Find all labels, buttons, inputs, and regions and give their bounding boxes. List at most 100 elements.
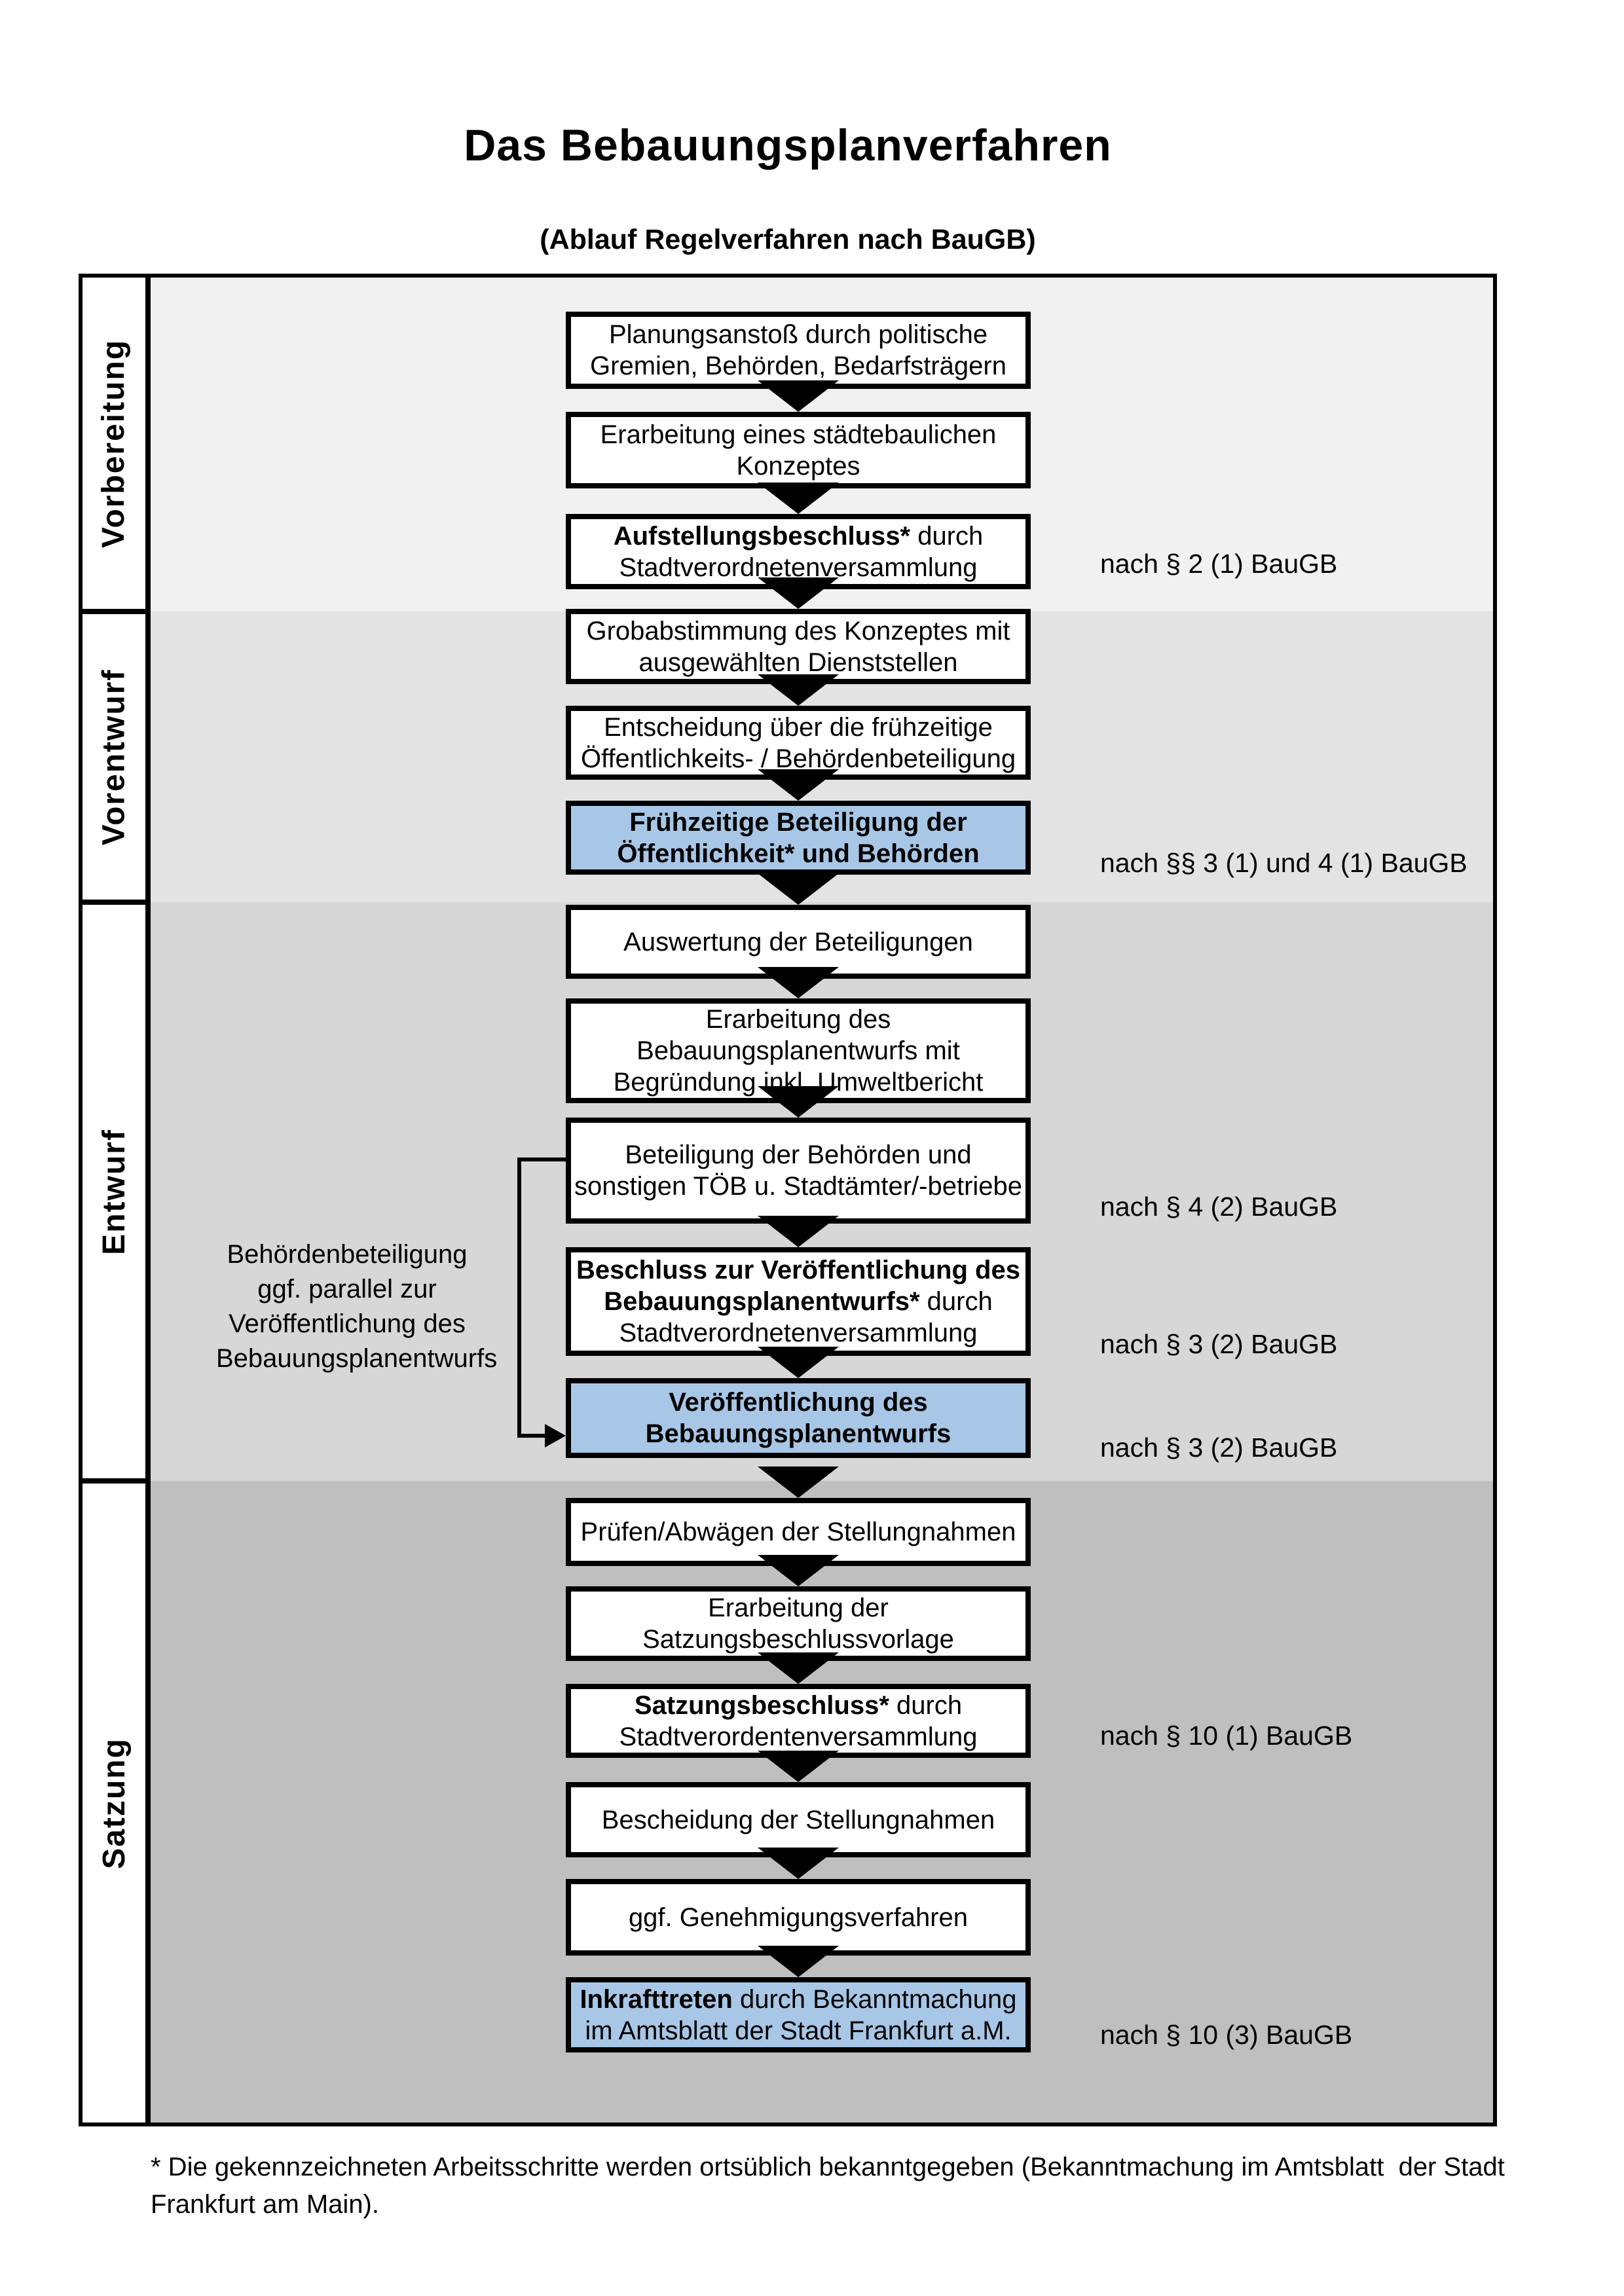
flow-box-text: durch <box>919 1287 993 1316</box>
phase-cell-vorbereitung: Vorbereitung <box>83 278 145 609</box>
flow-box-text: durch <box>910 521 984 551</box>
phase-separator-2 <box>83 900 151 905</box>
phase-label-vorentwurf: Vorentwurf <box>96 668 132 845</box>
flow-box-text: ausgewählten Dienststellen <box>638 647 958 677</box>
flow-box-text: Erarbeitung der <box>708 1594 889 1622</box>
flow-box-line: Bescheidung der Stellungnahmen <box>602 1804 995 1836</box>
down-arrow-icon <box>758 1467 839 1498</box>
page-subtitle: (Ablauf Regelverfahren nach BauGB) <box>540 224 1036 255</box>
law-reference: nach §§ 3 (1) und 4 (1) BauGB <box>1100 848 1467 878</box>
flow-box-text: Öffentlichkeit* und Behörden <box>617 839 980 868</box>
flow-box-line: im Amtsblatt der Stadt Frankfurt a.M. <box>585 2015 1011 2047</box>
flow-box-b16: ggf. Genehmigungsverfahren <box>566 1879 1031 1956</box>
down-arrow-icon <box>758 1946 839 1977</box>
flow-box-text: Entscheidung über die frühzeitige <box>604 712 993 742</box>
page-title: Das Bebauungsplanverfahren <box>464 120 1112 170</box>
down-arrow-icon <box>758 1751 839 1782</box>
footnote: * Die gekennzeichneten Arbeitsschritte w… <box>151 2153 1513 2219</box>
flow-box-line: Frühzeitige Beteiligung der <box>629 807 967 838</box>
flow-box-line: Bebauungsplanentwurfs mit <box>637 1035 960 1066</box>
flow-box-line: Stadtverordnetenversammlung <box>619 552 978 583</box>
flow-box-text: Bebauungsplanentwurfs <box>645 1419 951 1448</box>
flow-box-line: Öffentlichkeits- / Behördenbeteiligung <box>581 743 1016 774</box>
phase-label-entwurf: Entwurf <box>96 1128 132 1255</box>
down-arrow-icon <box>758 1216 839 1247</box>
flow-box-text: Grobabstimmung des Konzeptes mit <box>586 616 1010 646</box>
flow-box-text: Inkrafttreten <box>580 1984 733 2014</box>
law-reference: nach § 3 (2) BauGB <box>1100 1329 1338 1359</box>
flow-box-text: Beteiligung der Behörden und <box>625 1140 972 1169</box>
connector-arrowhead-icon <box>545 1424 566 1448</box>
flow-box-text: Konzeptes <box>736 451 860 481</box>
phase-cell-satzung: Satzung <box>83 1484 145 2123</box>
flow-box-text: Stadtverordentenversammlung <box>619 1722 978 1751</box>
flow-box-line: Inkrafttreten durch Bekanntmachung <box>580 1984 1016 2015</box>
down-arrow-icon <box>758 873 839 905</box>
phase-cell-vorentwurf: Vorentwurf <box>83 614 145 900</box>
flow-box-text: Öffentlichkeits- / Behördenbeteiligung <box>580 744 1016 773</box>
phase-cell-entwurf: Entwurf <box>83 905 145 1478</box>
flow-box-text: Beschluss zur Veröffentlichung des <box>576 1256 1020 1285</box>
flow-box-line: Stadtverordnetenversammlung <box>619 1317 978 1349</box>
flow-box-text: Satzungsbeschluss* <box>634 1690 889 1720</box>
flow-box-line: Grobabstimmung des Konzeptes mit <box>587 615 1010 647</box>
phase-separator-3 <box>83 1478 151 1484</box>
flow-box-line: Aufstellungsbeschluss* durch <box>614 520 984 552</box>
down-arrow-icon <box>758 1086 839 1118</box>
flow-box-text: durch Bekanntmachung <box>732 1984 1017 2014</box>
law-reference: nach § 10 (1) BauGB <box>1100 1721 1353 1751</box>
flow-box-b15: Bescheidung der Stellungnahmen <box>566 1782 1031 1857</box>
down-arrow-icon <box>758 577 839 609</box>
flow-box-text: Auswertung der Beteiligungen <box>623 927 973 957</box>
connector-stub <box>517 1157 566 1161</box>
flow-box-line: Auswertung der Beteiligungen <box>623 926 973 958</box>
flow-box-text: Bescheidung der Stellungnahmen <box>601 1805 995 1834</box>
flow-box-text: Gremien, Behörden, Bedarfsträgern <box>590 352 1006 380</box>
law-reference: nach § 4 (2) BauGB <box>1100 1192 1338 1222</box>
side-note-line: Bebauungsplanentwurfs <box>216 1344 498 1373</box>
flow-box-line: ggf. Genehmigungsverfahren <box>629 1902 968 1933</box>
flow-box-text: Bebauungsplanentwurfs mit <box>637 1036 960 1065</box>
down-arrow-icon <box>758 769 839 801</box>
phase-separator-1 <box>83 609 151 614</box>
flow-box-b12: Prüfen/Abwägen der Stellungnahmen <box>566 1498 1031 1566</box>
label-column-divider <box>145 278 151 2123</box>
side-note-line: Behördenbeteiligung <box>227 1240 468 1269</box>
side-note-line: ggf. parallel zur <box>257 1275 437 1303</box>
flow-box-text: Bebauungsplanentwurfs* <box>604 1287 920 1316</box>
flow-box-line: Veröffentlichung des <box>669 1387 928 1418</box>
flow-box-line: Beteiligung der Behörden und <box>625 1139 971 1171</box>
connector-vertical-line <box>517 1157 521 1436</box>
flow-box-text: Planungsanstoß durch politische <box>608 320 988 349</box>
flow-box-line: Erarbeitung der <box>708 1592 889 1624</box>
flow-box-text: Veröffentlichung des <box>669 1388 928 1417</box>
law-reference: nach § 3 (2) BauGB <box>1100 1432 1338 1463</box>
flow-box-line: Satzungsbeschluss* durch <box>635 1690 962 1721</box>
connector-horizontal-line <box>517 1434 547 1438</box>
flow-box-line: Erarbeitung eines städtebaulichen <box>600 419 997 450</box>
flow-box-line: sonstigen TÖB u. Stadtämter/-betriebe <box>574 1171 1022 1202</box>
down-arrow-icon <box>758 967 839 998</box>
flow-box-text: Prüfen/Abwägen der Stellungnahmen <box>580 1518 1016 1546</box>
down-arrow-icon <box>758 674 839 706</box>
flow-box-text: Erarbeitung eines städtebaulichen <box>600 420 997 449</box>
flow-box-text: Frühzeitige Beteiligung der <box>629 807 967 837</box>
flow-box-text: Stadtverordnetenversammlung <box>619 1319 978 1347</box>
down-arrow-icon <box>758 1848 839 1879</box>
flow-box-text: im Amtsblatt der Stadt Frankfurt a.M. <box>585 2016 1012 2045</box>
flow-box-text: Satzungsbeschlussvorlage <box>642 1625 954 1654</box>
flow-box-line: Konzeptes <box>736 450 860 482</box>
flow-box-line: Entscheidung über die frühzeitige <box>604 712 993 743</box>
down-arrow-icon <box>758 1555 839 1586</box>
flow-box-line: Planungsanstoß durch politische <box>609 319 987 350</box>
